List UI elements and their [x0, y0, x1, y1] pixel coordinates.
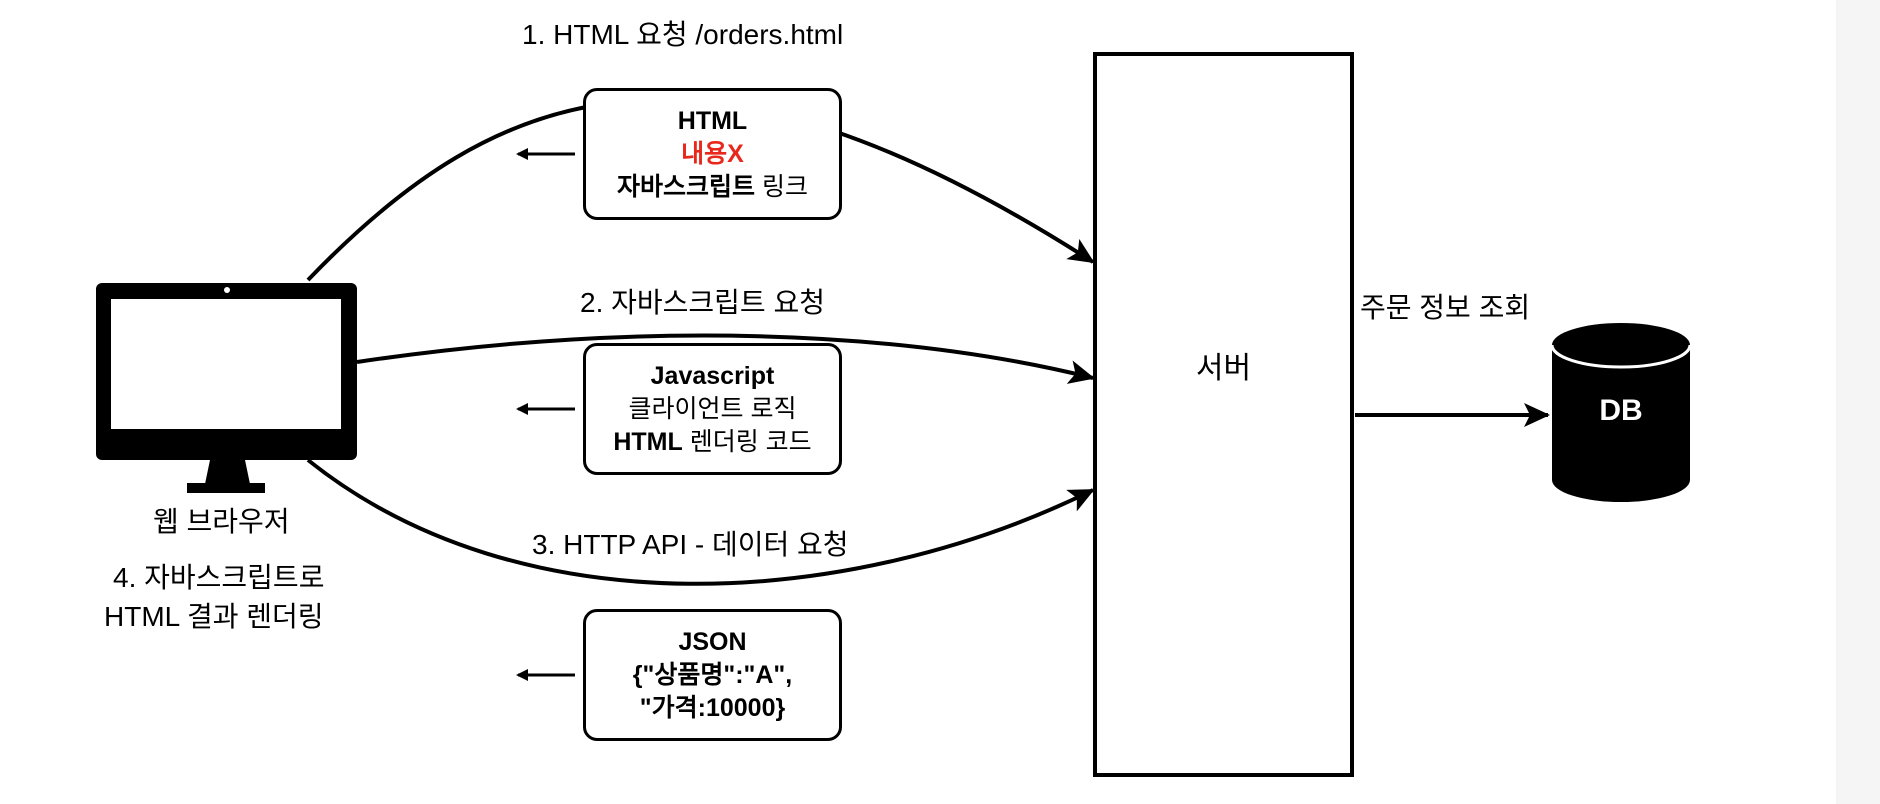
html-response-box: HTML 내용X 자바스크립트 링크 — [583, 88, 842, 220]
json-response-box: JSON {"상품명":"A", "가격:10000} — [583, 609, 842, 741]
json-box-title: JSON — [678, 627, 747, 656]
js-response-box: Javascript 클라이언트 로직 HTML 렌더링 코드 — [583, 343, 842, 475]
request-label-1: 1. HTML 요청 /orders.html — [522, 19, 844, 50]
request-arrow-2 — [356, 333, 1095, 384]
json-box-line-3: "가격:10000} — [639, 693, 786, 722]
html-box-no-content: 내용X — [681, 139, 744, 168]
server-label: 서버 — [1195, 351, 1252, 385]
db-label: DB — [1599, 394, 1643, 427]
request-label-2: 2. 자바스크립트 요청 — [580, 287, 825, 318]
js-box-client-logic: 클라이언트 로직 — [628, 394, 797, 423]
browser-label: 웹 브라우저 — [153, 506, 290, 537]
request-arrow-3 — [306, 458, 1095, 586]
step4-label-line2: HTML 결과 렌더링 — [104, 601, 324, 632]
server-box: 서버 — [1093, 52, 1354, 777]
request-label-3: 3. HTTP API - 데이터 요청 — [532, 529, 849, 560]
db-query-label: 주문 정보 조회 — [1360, 292, 1531, 323]
html-box-script-link: 자바스크립트 링크 — [617, 172, 808, 201]
js-box-render-code: HTML 렌더링 코드 — [613, 427, 812, 456]
monitor-icon — [96, 283, 357, 493]
js-box-title: Javascript — [650, 361, 775, 390]
html-box-title: HTML — [677, 106, 748, 135]
page-edge-strip — [1836, 0, 1880, 804]
database-icon — [1550, 323, 1692, 502]
step4-label-line1: 4. 자바스크립트로 — [113, 562, 325, 593]
json-box-line-2: {"상품명":"A", — [632, 660, 793, 689]
